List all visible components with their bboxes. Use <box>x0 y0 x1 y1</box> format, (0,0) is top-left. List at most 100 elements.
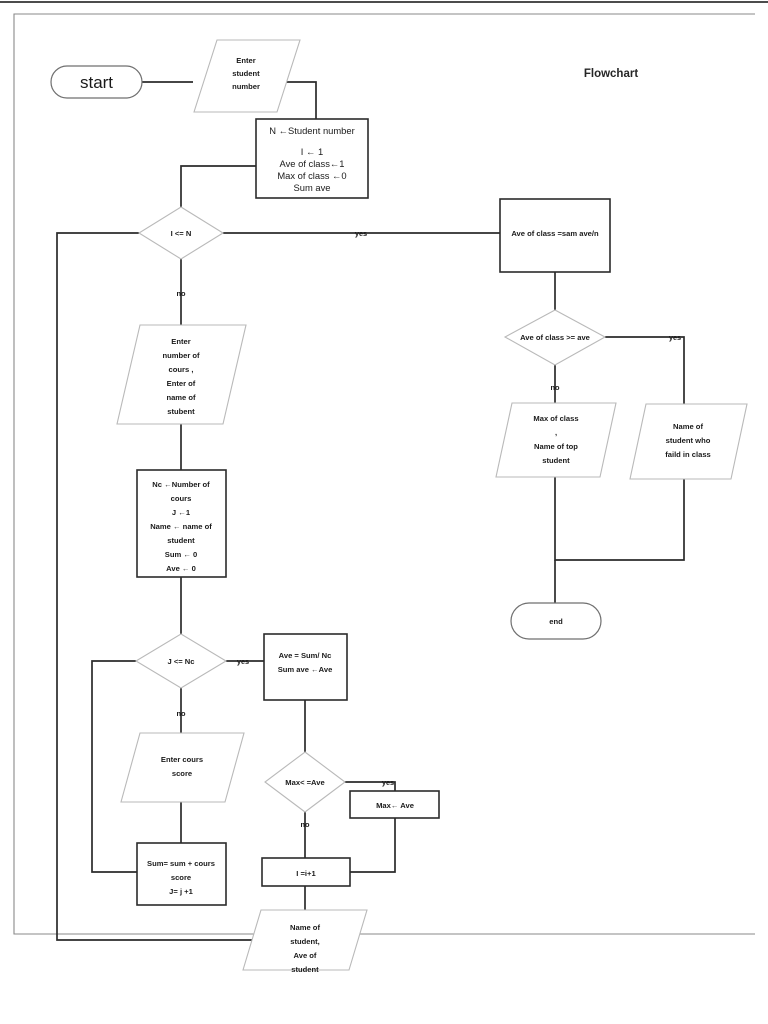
edge-label-i-le-n-no: no <box>176 289 186 298</box>
cond-max-le-ave-shape <box>264 751 346 813</box>
node-i-increment[interactable]: I =i+1 <box>261 857 351 887</box>
enter-cours-name-line3: cours , <box>169 365 194 374</box>
start-terminator-shape <box>50 65 143 99</box>
cond-ave-ge-ave-label: Ave of class >= ave <box>520 333 590 342</box>
cond-ave-ge-ave-shape <box>503 309 607 366</box>
enter-student-number-line1: Enter <box>236 56 255 65</box>
init-line5: Sum ave <box>294 182 331 193</box>
end-terminator-shape <box>510 602 602 640</box>
edge-label-j-le-nc-yes: yes <box>237 657 249 666</box>
node-failed-out[interactable]: Name of student who faild in class <box>629 403 748 480</box>
cond-j-le-nc-label: J <= Nc <box>167 657 194 666</box>
enter-cours-name-line6: stubent <box>167 407 195 416</box>
enter-cours-score-line1: Enter cours <box>161 755 203 764</box>
name-ave-out-line4: student <box>291 965 319 974</box>
init-inner-line3: J ←1 <box>172 508 191 517</box>
i-increment-label: I =i+1 <box>296 869 316 878</box>
init-inner-line6: Sum ← 0 <box>165 550 198 559</box>
max-of-class-out-shape <box>495 402 617 478</box>
node-enter-student-number[interactable]: Enter student number <box>193 39 301 113</box>
end-label: end <box>549 617 563 626</box>
page-title: Flowchart <box>584 68 638 80</box>
edge-label-ave-ge-no: no <box>550 383 560 392</box>
init-inner-line2: cours <box>171 494 192 503</box>
name-ave-out-line3: Ave of <box>294 951 317 960</box>
node-cond-i-le-n[interactable]: I <= N <box>137 206 225 260</box>
init-line1: N ←Student number <box>269 125 354 136</box>
max-of-class-out-line3: Name of top <box>534 442 578 451</box>
node-enter-cours-name[interactable]: Enter number of cours , Enter of name of… <box>116 324 247 425</box>
ave-sum-nc-line1: Ave = Sum/ Nc <box>279 651 332 660</box>
cond-j-le-nc-shape <box>134 633 228 689</box>
page-border <box>13 13 755 935</box>
name-ave-out-line2: student, <box>290 937 320 946</box>
failed-out-shape <box>629 403 748 480</box>
max-of-class-out-line2: , <box>555 428 557 437</box>
failed-out-line1: Name of <box>673 422 703 431</box>
name-ave-out-shape <box>242 909 368 971</box>
node-max-of-class-out[interactable]: Max of class , Name of top student <box>495 402 617 478</box>
enter-student-number-line2: student <box>232 69 260 78</box>
sum-accum-shape <box>136 842 227 906</box>
node-init-inner[interactable]: Nc ←Number of cours J ←1 Name ← name of … <box>136 469 227 578</box>
node-ave-of-class[interactable]: Ave of class =sam ave/n <box>499 198 611 273</box>
node-start[interactable]: start <box>50 65 143 99</box>
node-sum-accum[interactable]: Sum= sum + cours score J= j +1 <box>136 842 227 906</box>
node-end[interactable]: end <box>510 602 602 640</box>
connector-layer <box>56 81 685 941</box>
name-ave-out-line1: Name of <box>290 923 320 932</box>
node-cond-ave-ge-ave[interactable]: Ave of class >= ave <box>503 309 607 366</box>
init-inner-line4: Name ← name of <box>150 522 212 531</box>
init-line2: I ← 1 <box>301 146 323 157</box>
cond-i-le-n-shape <box>137 206 225 260</box>
edge-label-i-le-n-yes: yes <box>355 229 367 238</box>
node-enter-cours-score[interactable]: Enter cours score <box>120 732 245 803</box>
init-inner-line7: Ave ← 0 <box>166 564 196 573</box>
node-max-assign[interactable]: Max← Ave <box>349 790 440 819</box>
node-name-ave-out[interactable]: Name of student, Ave of student <box>242 909 368 974</box>
enter-cours-name-line1: Enter <box>171 337 190 346</box>
max-of-class-out-line1: Max of class <box>533 414 578 423</box>
edge-max-le-ave-yes-to-max-assign <box>345 781 396 791</box>
edge-outer-loop-back <box>56 232 256 941</box>
edge-ave-ge-yes-to-failed-out <box>605 336 685 404</box>
max-assign-shape <box>349 790 440 819</box>
start-label: start <box>80 73 113 92</box>
edge-outputs-merge-bar <box>554 477 685 561</box>
failed-out-line2: student who <box>666 436 711 445</box>
enter-cours-name-line5: name of <box>166 393 196 402</box>
edge-label-ave-ge-yes: yes <box>669 333 681 342</box>
edge-max-assign-to-i-increment <box>350 818 396 873</box>
edge-inner-loop-back <box>91 660 137 873</box>
init-inner-line5: student <box>167 536 195 545</box>
enter-cours-name-line2: number of <box>162 351 200 360</box>
node-ave-sum-nc[interactable]: Ave = Sum/ Nc Sum ave ←Ave <box>263 633 348 701</box>
enter-student-number-shape <box>193 39 301 113</box>
ave-of-class-shape <box>499 198 611 273</box>
cond-max-le-ave-label: Max< =Ave <box>285 778 324 787</box>
enter-cours-name-shape <box>116 324 247 425</box>
enter-cours-name-line4: Enter of <box>167 379 196 388</box>
init-line4: Max of class ←0 <box>277 170 346 181</box>
init-line3: Ave of class←1 <box>280 158 345 169</box>
init-inner-line1: Nc ←Number of <box>152 480 210 489</box>
edge-init-to-cond-i-le-n <box>180 165 256 207</box>
init-inner-shape <box>136 469 227 578</box>
enter-cours-score-shape <box>120 732 245 803</box>
enter-student-number-line3: number <box>232 82 260 91</box>
enter-cours-score-line2: score <box>172 769 192 778</box>
i-increment-shape <box>261 857 351 887</box>
node-init[interactable]: N ←Student number I ← 1 Ave of class←1 M… <box>255 118 369 199</box>
init-shape <box>255 118 369 199</box>
ave-sum-nc-shape <box>263 633 348 701</box>
node-cond-j-le-nc[interactable]: J <= Nc <box>134 633 228 689</box>
node-cond-max-le-ave[interactable]: Max< =Ave <box>264 751 346 813</box>
sum-accum-line2: score <box>171 873 191 882</box>
edge-label-j-le-nc-no: no <box>176 709 186 718</box>
max-of-class-out-line4: student <box>542 456 570 465</box>
edge-label-max-le-ave-yes: yes <box>382 778 394 787</box>
edge-enter-student-number-to-init <box>276 81 317 120</box>
max-assign-label: Max← Ave <box>376 801 414 810</box>
cond-i-le-n-label: I <= N <box>171 229 192 238</box>
